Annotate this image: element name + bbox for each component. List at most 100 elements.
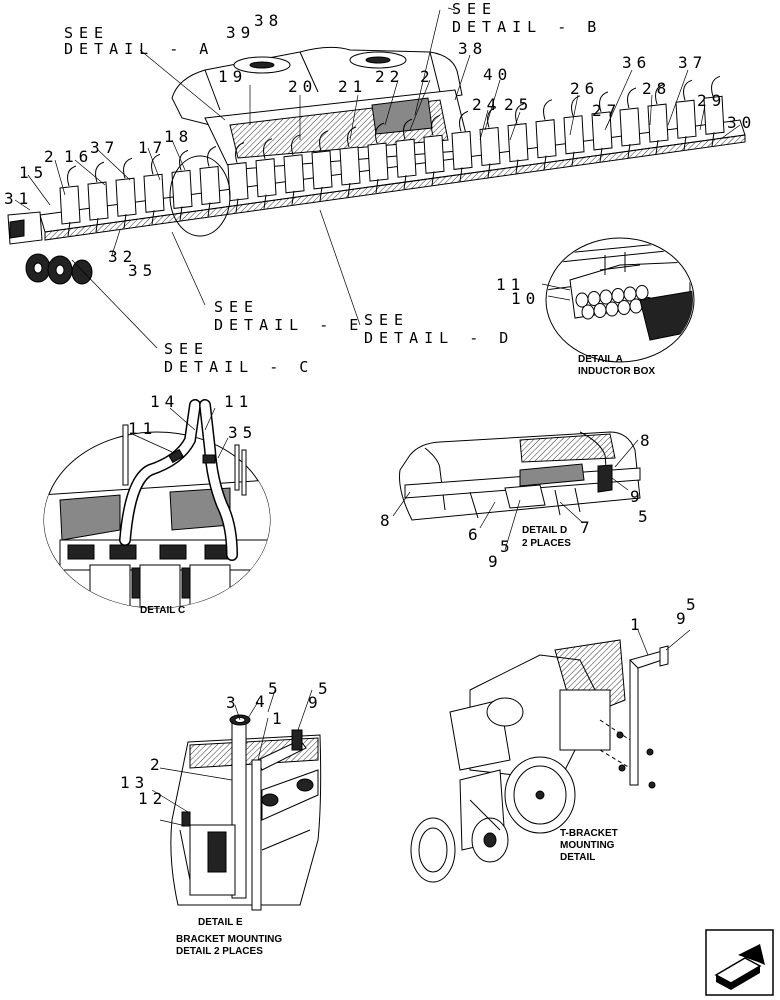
see-detail-b-callout: SEE DETAIL - B [452, 0, 602, 36]
see-detail-e-line2: DETAIL - E [214, 316, 364, 334]
detail-e-caption-line1: DETAIL E [198, 917, 243, 928]
seed-hose [543, 99, 553, 120]
part-number: 4 [255, 692, 270, 711]
seed-hose [431, 114, 441, 136]
seed-hose [67, 165, 77, 187]
part-number: 9 [308, 693, 323, 712]
row-unit [115, 177, 137, 217]
part-number: 14 [150, 392, 179, 411]
part-number: 19 [218, 67, 247, 86]
see-detail-b-line2: DETAIL - B [452, 18, 602, 36]
detail-c-drawing [43, 399, 271, 609]
seed-hose [179, 149, 189, 171]
row-unit [367, 142, 389, 182]
see-detail-a-callout: SEE DETAIL - A [64, 24, 214, 58]
row-unit [507, 123, 529, 163]
detail-c-caption: DETAIL C [140, 605, 185, 616]
part-number: 8 [380, 511, 395, 530]
part-number: 38 [458, 39, 487, 58]
next-page-icon[interactable] [705, 929, 774, 996]
part-number: 11 [128, 419, 157, 438]
part-number: 3 [226, 693, 241, 712]
seed-hose [95, 161, 105, 183]
row-unit-leg [291, 190, 295, 205]
row-unit-leg [711, 132, 715, 147]
part-number: 5 [500, 537, 515, 556]
row-unit-leg [207, 202, 211, 217]
see-detail-d-callout: SEE DETAIL - D [364, 311, 514, 347]
see-detail-e-line1: SEE [214, 298, 259, 316]
row-unit-leg [319, 186, 323, 201]
row-unit [227, 162, 249, 202]
tbracket-leaders [637, 629, 691, 656]
detail-a-drawing [545, 237, 695, 363]
seed-hose [515, 103, 525, 124]
part-number: 30 [727, 113, 756, 132]
part-number: 2 [44, 147, 59, 166]
see-detail-d-line2: DETAIL - D [364, 329, 514, 347]
seed-hose [347, 126, 357, 148]
row-unit [311, 150, 333, 190]
part-number: 38 [254, 11, 283, 30]
row-unit [199, 165, 221, 206]
row-unit-leg [179, 206, 183, 221]
part-number: 24 [472, 95, 501, 114]
part-number: 37 [678, 53, 707, 72]
seed-hose [711, 75, 721, 97]
row-unit-leg [67, 221, 71, 237]
main-assembly-drawing [7, 46, 746, 285]
see-detail-e-callout: SEE DETAIL - E [214, 298, 364, 334]
row-unit [703, 95, 725, 135]
main-leader-lines [14, 7, 741, 349]
part-number: 9 [488, 552, 503, 571]
detail-d-caption-line1: DETAIL D [522, 525, 567, 536]
part-number: 5 [318, 679, 333, 698]
seed-hose [319, 130, 329, 152]
detail-a-caption-line1: DETAIL A [578, 354, 623, 365]
row-unit-leg [459, 167, 463, 182]
see-detail-c-line2: DETAIL - C [164, 358, 314, 376]
part-number: 27 [592, 101, 621, 120]
see-detail-a-line1: SEE [64, 24, 109, 42]
row-unit [423, 134, 445, 174]
detail-e-leaders [151, 689, 313, 827]
part-number: 29 [697, 91, 726, 110]
row-unit-leg [151, 210, 155, 225]
seed-hose [235, 142, 245, 163]
part-number: 18 [164, 127, 193, 146]
tbracket-drawing [410, 639, 669, 883]
part-number: 36 [622, 53, 651, 72]
inductor-port [617, 300, 631, 315]
row-unit-leg [403, 175, 407, 190]
see-detail-d-line1: SEE [364, 311, 409, 329]
seed-hose [683, 79, 693, 101]
row-unit [479, 126, 501, 167]
see-detail-a-line2: DETAIL - A [64, 40, 214, 58]
row-unit [143, 173, 165, 213]
row-unit [675, 99, 697, 139]
part-number: 8 [640, 431, 655, 450]
seed-hose [403, 118, 413, 140]
row-unit [535, 119, 557, 159]
row-unit [451, 130, 473, 170]
detail-c-leaders [129, 407, 229, 459]
row-unit-leg [543, 155, 547, 170]
part-number: 9 [676, 609, 691, 628]
seed-hose [151, 153, 161, 175]
part-number: 1 [630, 615, 645, 634]
row-unit-leg [599, 147, 603, 162]
row-unit [395, 138, 417, 178]
inductor-port [605, 301, 619, 317]
seed-hose [459, 110, 469, 132]
part-number: 7 [580, 518, 595, 537]
part-number: 5 [268, 679, 283, 698]
row-unit-leg [515, 159, 519, 174]
row-unit [87, 181, 109, 221]
row-unit-leg [347, 182, 351, 198]
part-number: 11 [496, 275, 525, 294]
part-number: 28 [642, 79, 671, 98]
tbracket-caption-line2: MOUNTING [560, 840, 615, 851]
part-number: 12 [138, 789, 167, 808]
part-number: 26 [570, 79, 599, 98]
row-unit [563, 115, 585, 155]
